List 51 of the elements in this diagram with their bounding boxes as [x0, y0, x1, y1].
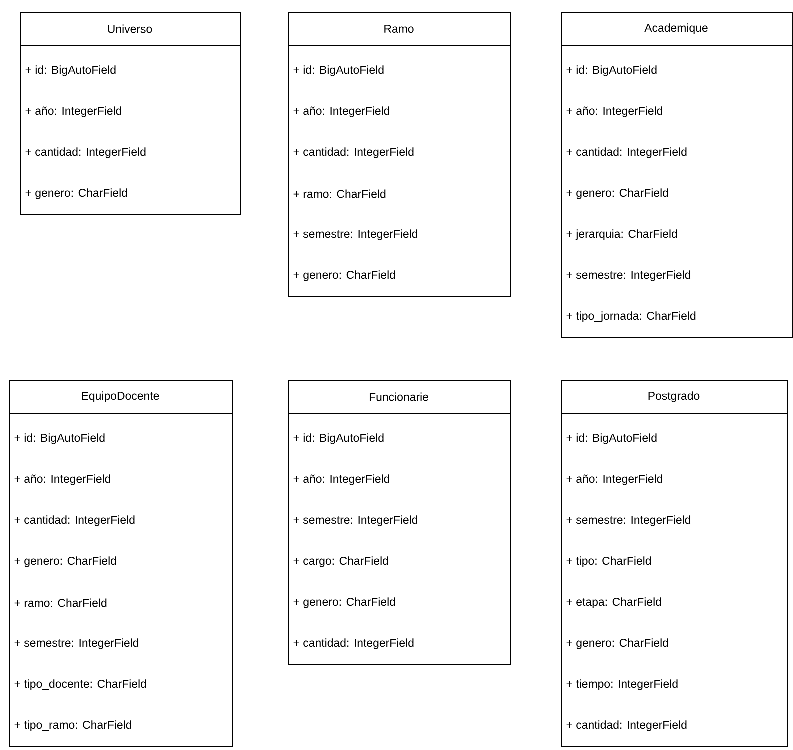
attribute-text: + id: BigAutoField [294, 66, 384, 76]
attribute-text: + tiempo: IntegerField [566, 680, 678, 690]
attribute-text: + genero: CharField [26, 188, 128, 200]
class-box [288, 380, 512, 666]
attribute-text: + cantidad: IntegerField [566, 720, 687, 732]
attribute-text: + año: IntegerField [566, 474, 662, 486]
attribute-text: + id: BigAutoField [14, 434, 105, 444]
attribute-text: + semestre: IntegerField [294, 230, 418, 240]
class-name: Funcionarie [370, 392, 428, 402]
attribute-text: + jerarquia: CharField [566, 230, 678, 240]
attribute-text: + cantidad: IntegerField [294, 148, 414, 158]
attribute-text: + etapa: CharField [566, 598, 662, 608]
attribute-text: + genero: CharField [14, 556, 116, 568]
attribute-text: + semestre: IntegerField [566, 516, 691, 526]
attribute-text: + ramo: CharField [14, 598, 107, 608]
attribute-text: + año: IntegerField [26, 106, 122, 118]
attribute-text: + genero: CharField [294, 270, 396, 282]
attribute-text: + tipo_ramo: CharField [14, 720, 132, 732]
attribute-text: + cantidad: IntegerField [26, 148, 146, 158]
class-box [561, 380, 788, 748]
attribute-text: + id: BigAutoField [566, 66, 657, 76]
attribute-text: + ramo: CharField [294, 190, 386, 198]
attribute-text: + tipo_docente: CharField [14, 680, 146, 690]
attribute-text: + semestre: IntegerField [294, 516, 418, 526]
attribute-text: + cantidad: IntegerField [566, 148, 687, 158]
attribute-text: + año: IntegerField [294, 106, 390, 118]
attribute-text: + año: IntegerField [14, 474, 110, 486]
class-name: EquipoDocente [82, 392, 160, 402]
attribute-text: + tipo_jornada: CharField [566, 312, 696, 322]
attribute-text: + año: IntegerField [294, 474, 390, 486]
class-box [20, 12, 242, 216]
attribute-text: + cargo: CharField [294, 556, 388, 568]
class-name: Universo [108, 24, 152, 34]
class-box [9, 380, 234, 748]
attribute-text: + genero: CharField [566, 638, 668, 650]
class-name: Postgrado [648, 392, 700, 402]
attribute-text: + cantidad: IntegerField [294, 638, 414, 650]
attribute-text: + genero: CharField [294, 598, 396, 608]
attribute-text: + id: BigAutoField [294, 434, 384, 444]
class-box [288, 12, 512, 298]
attribute-text: + semestre: IntegerField [14, 638, 139, 650]
attribute-text: + cantidad: IntegerField [14, 516, 135, 526]
attribute-text: + tipo: CharField [566, 556, 651, 568]
attribute-text: + año: IntegerField [566, 106, 662, 118]
class-box [561, 12, 793, 338]
attribute-text: + genero: CharField [566, 188, 668, 200]
class-name: Ramo [384, 25, 414, 33]
attribute-text: + semestre: IntegerField [566, 270, 691, 282]
class-name: Academique [644, 24, 708, 34]
attribute-text: + id: BigAutoField [26, 66, 116, 76]
attribute-text: + id: BigAutoField [566, 434, 657, 444]
